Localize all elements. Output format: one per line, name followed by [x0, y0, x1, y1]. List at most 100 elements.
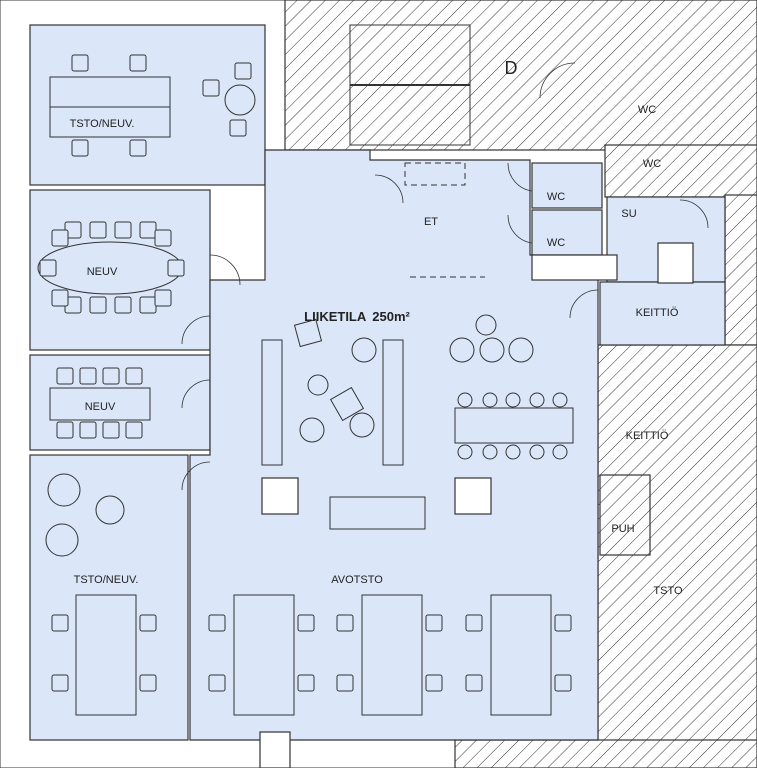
doors: [181, 62, 709, 491]
round-table: [351, 337, 377, 363]
round-table: [299, 417, 325, 443]
label-tsto: TSTO: [653, 585, 683, 597]
label-tsto-neuv-bottom: TSTO/NEUV.: [74, 574, 139, 586]
chair: [154, 229, 172, 247]
chair: [336, 614, 354, 632]
round-table: [457, 444, 473, 460]
main-space-name: LIIKETILA: [304, 309, 367, 324]
chair: [154, 289, 172, 307]
chair: [554, 674, 572, 692]
chair: [114, 221, 132, 239]
round-table: [45, 523, 79, 557]
chair: [51, 229, 69, 247]
round-table: [475, 314, 497, 336]
round-table: [529, 392, 545, 408]
round-table: [482, 444, 498, 460]
desk: [233, 594, 295, 716]
room-wc-2: [531, 209, 603, 256]
desk: [49, 106, 171, 138]
chair: [139, 614, 157, 632]
chair: [129, 139, 147, 157]
chair: [39, 259, 57, 277]
chair: [229, 119, 247, 137]
hatched-area-right: [454, 344, 757, 768]
round-table: [529, 444, 545, 460]
chair: [89, 296, 107, 314]
desk: [261, 339, 283, 466]
room-keittio: [599, 281, 726, 346]
chair: [79, 421, 97, 439]
room-puh: [599, 474, 651, 556]
chair: [102, 421, 120, 439]
round-table: [552, 392, 568, 408]
chair: [554, 614, 572, 632]
label-stair-d: D: [505, 58, 518, 78]
chair: [125, 421, 143, 439]
chair: [465, 674, 483, 692]
armchair: [293, 318, 323, 348]
chair: [51, 674, 69, 692]
round-table: [224, 84, 256, 116]
label-keittio-2: KEITTIÖ: [626, 430, 669, 442]
label-puh: PUH: [611, 523, 634, 535]
chair: [167, 259, 185, 277]
round-table: [479, 337, 505, 363]
label-wc-1: WC: [547, 191, 565, 203]
chair: [56, 367, 74, 385]
chair: [425, 614, 443, 632]
label-su: SU: [621, 208, 636, 220]
label-et: ET: [424, 216, 438, 228]
chair: [336, 674, 354, 692]
label-neuv-oval: NEUV: [87, 266, 118, 278]
label-wc-4: WC: [643, 158, 661, 170]
room-wc-1: [531, 162, 603, 209]
label-neuv-small: NEUV: [85, 401, 116, 413]
chair: [297, 614, 315, 632]
chair: [425, 674, 443, 692]
staircase: [349, 24, 471, 146]
round-table: [457, 392, 473, 408]
round-table: [505, 444, 521, 460]
chair: [71, 139, 89, 157]
chair: [139, 674, 157, 692]
chair: [51, 614, 69, 632]
label-tsto-neuv-top: TSTO/NEUV.: [70, 118, 135, 130]
chair: [102, 367, 120, 385]
label-avotsto: AVOTSTO: [331, 574, 383, 586]
label-wc-2: WC: [547, 237, 565, 249]
label-wc-3: WC: [638, 104, 656, 116]
label-keittio: KEITTIÖ: [636, 307, 679, 319]
desk: [75, 594, 137, 716]
chair: [114, 296, 132, 314]
chair: [139, 296, 157, 314]
chair: [125, 367, 143, 385]
desk: [329, 496, 426, 530]
round-table: [482, 392, 498, 408]
chair: [465, 614, 483, 632]
desk: [49, 387, 151, 421]
desk: [454, 407, 574, 444]
main-space-area: 250m²: [372, 309, 410, 324]
chair: [208, 614, 226, 632]
desk: [490, 594, 552, 716]
chair: [51, 289, 69, 307]
desk: [49, 76, 171, 108]
chair: [297, 674, 315, 692]
chair: [129, 54, 147, 72]
desk: [382, 339, 404, 466]
round-table: [47, 473, 81, 507]
round-table: [349, 412, 375, 438]
chair: [56, 421, 74, 439]
chair: [89, 221, 107, 239]
chair: [79, 367, 97, 385]
round-table: [449, 337, 475, 363]
desk: [361, 594, 423, 716]
round-table: [552, 444, 568, 460]
round-table: [505, 392, 521, 408]
round-table: [307, 374, 329, 396]
armchair: [329, 386, 365, 422]
label-liiketila: LIIKETILA 250m²: [304, 309, 410, 324]
chair: [234, 62, 252, 80]
chair: [139, 221, 157, 239]
